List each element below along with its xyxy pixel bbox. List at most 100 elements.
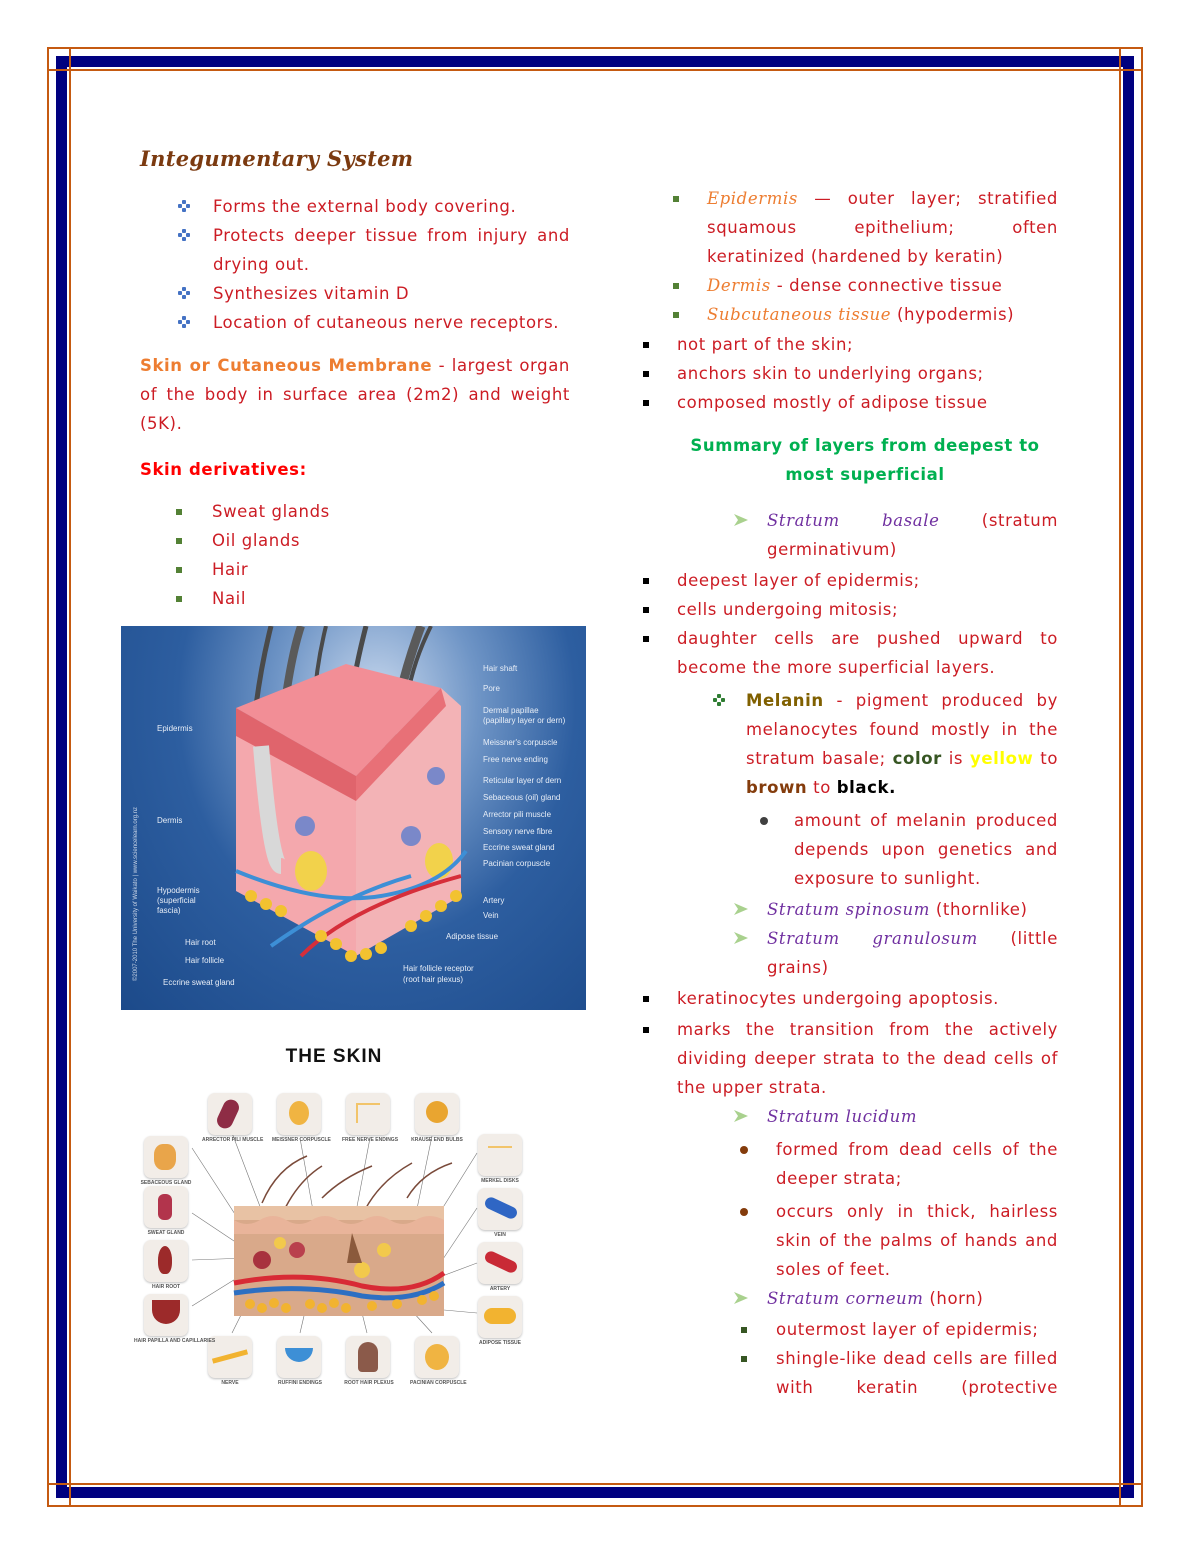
derivatives-heading: Skin derivatives: [140,460,307,479]
figure-label: ARRECTOR PILI MUSCLE [202,1137,264,1143]
the-skin-figure: THE SKIN [122,1038,546,1393]
hair-root-thumb [144,1240,188,1282]
skin-block-illustration [191,1132,478,1334]
square-bullet-icon [741,1356,747,1362]
vein-thumb [478,1188,522,1230]
sweat-gland-thumb [144,1186,188,1228]
list-item: not part of the skin; [643,330,1058,359]
arrector-pili-thumb [208,1093,252,1135]
skin-block-illustration [235,626,468,962]
figure-label: ARTERY [489,1286,511,1292]
figure-label: HAIR ROOT [151,1284,181,1290]
stratum-spinosum: Stratum spinosum (thornlike) [733,895,1058,924]
krause-thumb [415,1093,459,1135]
arrowhead-bullet-icon [734,1110,748,1122]
figure-label: (root hair plexus) [403,975,464,984]
figure-label: Arrector pili muscle [483,810,552,819]
layers-list: Epidermis — outer layer; stratified squa… [673,184,1058,329]
list-item: occurs only in thick, hairless skin of t… [740,1197,1058,1284]
circle-bullet-icon [760,817,768,825]
root-plexus-thumb [346,1336,390,1378]
basale-notes: deepest layer of epidermis; cells underg… [643,566,1058,682]
artery-thumb [478,1242,522,1284]
four-diamond-bullet-icon [178,287,190,299]
square-bullet-icon [643,636,649,642]
skin-heading: Skin or Cutaneous Membrane [140,356,433,375]
border-orange-inner [69,69,1121,1485]
list-item: Protects deeper tissue from injury and d… [178,221,570,279]
list-item: keratinocytes undergoing apoptosis. [643,984,1058,1013]
corneum-notes: outermost layer of epidermis; shingle-li… [741,1315,1058,1402]
square-bullet-icon [643,371,649,377]
pacinian-thumb [415,1336,459,1378]
square-bullet-icon [741,1327,747,1333]
list-item: Forms the external body covering. [178,192,570,221]
lucidum-notes: formed from dead cells of the deeper str… [740,1135,1058,1284]
figure-label: Hair shaft [483,664,518,673]
figure-label: Free nerve ending [483,755,548,764]
corner-ornament-bl [47,1483,71,1507]
arrowhead-bullet-icon [734,514,748,526]
figure-label: (papillary layer or dern) [483,716,566,725]
sebaceous-thumb [144,1136,188,1178]
list-item: Subcutaneous tissue (hypodermis) [673,300,1058,329]
figure-label: Sensory nerve fibre [483,827,553,836]
figure-label: Artery [483,896,505,905]
figure-label: Pore [483,684,500,693]
figure-label: fascia) [157,906,181,915]
square-bullet-icon [643,1027,649,1033]
list-item: daughter cells are pushed upward to beco… [643,624,1058,682]
figure-credit: ©2007-2010 The University of Waikato | w… [133,806,139,981]
list-item: anchors skin to underlying organs; [643,359,1058,388]
melanin-sub-note: amount of melanin produced depends upon … [760,806,1058,893]
square-bullet-icon [673,283,679,289]
four-diamond-bullet-icon [178,229,190,241]
square-bullet-icon [643,342,649,348]
free-nerve-thumb [346,1093,390,1135]
figure-label: (superficial [157,896,196,905]
square-bullet-icon [643,400,649,406]
square-bullet-icon [643,578,649,584]
figure-label: Sebaceous (oil) gland [483,793,561,802]
arrowhead-bullet-icon [734,903,748,915]
list-item: Dermis - dense connective tissue [673,271,1058,300]
stratum-lucidum: Stratum lucidum [733,1102,1058,1131]
meissner-thumb [277,1093,321,1135]
list-item: Synthesizes vitamin D [178,279,570,308]
list-item: outermost layer of epidermis; [741,1315,1058,1344]
figure-label: Hair root [185,938,216,947]
derivatives-list: Sweat glands Oil glands Hair Nail [176,497,556,613]
corner-ornament-br [1119,1483,1143,1507]
nerve-thumb [208,1336,252,1378]
list-item: Oil glands [176,526,556,555]
figure-label: VEIN [494,1232,506,1238]
figure-label: KRAUSE END BULBS [411,1137,463,1143]
figure-label: MEISSNER CORPUSCLE [272,1137,331,1143]
hypodermis-notes: not part of the skin; anchors skin to un… [643,330,1058,417]
merkel-thumb [478,1134,522,1176]
border-orange-outer [47,47,1143,1507]
page-title: Integumentary System [140,146,414,171]
figure-label: Dermis [157,816,183,825]
figure-label: Hair follicle receptor [403,964,474,973]
list-item: Hair [176,555,556,584]
list-item: Nail [176,584,556,613]
figure-label: Eccrine sweat gland [163,978,235,987]
figure-label: Pacinian corpuscle [483,859,551,868]
four-diamond-bullet-icon [713,694,725,706]
corner-ornament-tr [1119,47,1143,71]
list-item: Epidermis — outer layer; stratified squa… [673,184,1058,271]
figure-label: Dermal papillae [483,706,539,715]
arrowhead-bullet-icon [734,1292,748,1304]
hair-papilla-thumb [144,1294,188,1336]
stratum-granulosum: Stratum granulosum (little grains) [733,924,1058,982]
figure-title: THE SKIN [285,1046,383,1067]
four-diamond-bullet-icon [178,200,190,212]
figure-label: ROOT HAIR PLEXUS [344,1380,394,1386]
circle-bullet-icon [740,1208,748,1216]
figure-label: RUFFINI ENDINGS [278,1380,322,1386]
list-item: Sweat glands [176,497,556,526]
four-diamond-bullet-icon [178,316,190,328]
list-item: composed mostly of adipose tissue [643,388,1058,417]
figure-label: Adipose tissue [446,932,499,941]
